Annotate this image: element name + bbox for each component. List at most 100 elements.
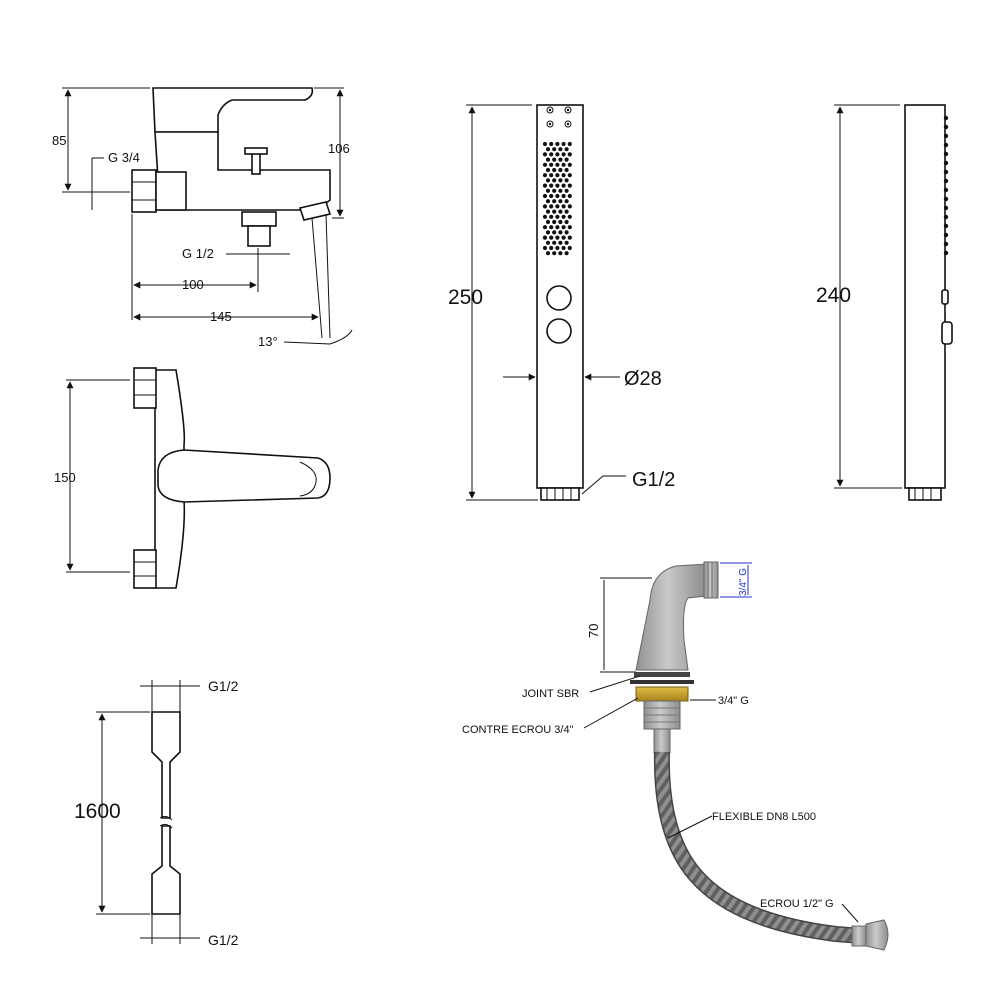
nozzle-dot <box>542 245 548 251</box>
washer <box>630 680 694 684</box>
nozzle-dot <box>552 251 557 256</box>
nozzle-dot <box>564 157 569 162</box>
nozzle-dot <box>564 209 569 214</box>
nozzle-dot <box>545 240 551 245</box>
nozzle-dot <box>552 167 557 173</box>
nozzle-dot <box>555 214 560 219</box>
nozzle-dot <box>542 225 548 230</box>
hose-top-thread-label: G1/2 <box>208 678 239 694</box>
nozzle-dot <box>561 214 566 219</box>
nozzle-dot <box>943 169 949 175</box>
nozzle-dot <box>943 178 949 184</box>
side-button-bottom <box>941 321 953 345</box>
inlet-nut-top <box>133 367 157 409</box>
hand-shower-front-view: 250 Ø28 G1/2 <box>448 104 675 501</box>
outlet-thread-dim-label: 3/4" G <box>738 568 749 596</box>
inlet-nut-bottom <box>133 549 157 589</box>
nozzle-dot <box>555 245 560 251</box>
nozzle-dot <box>545 219 551 225</box>
nozzle-dot <box>555 152 560 157</box>
nozzle-dot <box>943 223 949 229</box>
nozzle-dot <box>555 183 560 188</box>
nozzle-dot <box>558 240 563 245</box>
nozzle-dot <box>545 251 551 256</box>
nozzle-dot <box>567 193 572 199</box>
dim-106-label: 106 <box>328 141 350 156</box>
nozzle-dot <box>555 162 560 167</box>
nozzle-dot <box>943 133 949 139</box>
hose-end-ferrule <box>851 925 867 947</box>
nozzle-dot <box>564 251 569 256</box>
shower-outlet-nut <box>241 211 277 227</box>
nozzle-dot <box>943 151 949 157</box>
dim-240-label: 240 <box>816 284 851 307</box>
side-nozzles <box>943 115 949 256</box>
nozzle-dot <box>561 152 566 157</box>
nozzle-dot <box>545 157 551 162</box>
nozzle-dot <box>943 160 949 166</box>
hose-ferrule <box>653 728 671 754</box>
nozzle-dot <box>558 230 563 235</box>
nozzle-dot <box>552 219 557 225</box>
dim-70-label: 70 <box>586 624 601 638</box>
nozzle-dot <box>943 250 949 256</box>
nozzle-dot <box>567 141 572 147</box>
mode-button-bottom[interactable] <box>546 318 572 344</box>
nozzle-dot <box>561 162 566 167</box>
dim-100-label: 100 <box>182 277 204 292</box>
nozzle-dot <box>548 108 552 112</box>
shower-hose-view: G1/2 1600 G1/2 <box>74 678 239 948</box>
contre-ecrou-label: CONTRE ECROU 3/4" <box>462 724 574 736</box>
faucet-side-view: 85 106 G 3/4 G 1/2 100 145 13° <box>52 87 353 349</box>
lever-top <box>157 449 331 503</box>
nozzle-dot <box>552 199 557 204</box>
nozzle-dot <box>552 188 557 193</box>
nozzle-dot <box>545 230 551 235</box>
nozzle-dot <box>561 173 566 178</box>
nozzle-dot <box>564 167 569 173</box>
nozzle-dot <box>549 214 554 219</box>
nozzle-dot <box>943 214 949 220</box>
hose-bottom-connector <box>151 825 181 915</box>
nozzle-dot <box>567 183 572 188</box>
hose-length-label: 1600 <box>74 800 121 823</box>
nozzle-dot <box>555 225 560 230</box>
nozzle-dot <box>558 178 563 183</box>
hand-shower-side-body <box>904 104 946 489</box>
nozzle-dot <box>552 147 557 152</box>
nozzle-dot <box>566 122 570 126</box>
diverter-stem <box>251 151 261 175</box>
nozzle-dot <box>943 241 949 247</box>
nozzle-dot <box>558 167 563 173</box>
nozzle-dot <box>564 230 569 235</box>
diameter-label: Ø28 <box>624 368 662 390</box>
mode-button-top[interactable] <box>546 285 572 311</box>
shower-outlet-thread <box>247 225 271 247</box>
outlet-thread-label: G 1/2 <box>182 246 214 261</box>
nozzle-dot <box>561 225 566 230</box>
nozzle-dot <box>542 204 548 209</box>
nozzle-dot <box>545 167 551 173</box>
nozzle-dot <box>549 152 554 157</box>
elbow-thread <box>703 561 719 599</box>
nozzle-dot <box>545 178 551 183</box>
nozzle-dot <box>567 162 572 167</box>
nozzle-dot <box>566 108 570 112</box>
nozzle-dot <box>549 162 554 167</box>
hand-shower-thread <box>540 487 580 501</box>
angle-13-label: 13° <box>258 334 278 349</box>
nozzle-dot <box>558 199 563 204</box>
nozzle-dot <box>549 225 554 230</box>
nozzle-dot <box>558 188 563 193</box>
nozzle-dot <box>567 245 572 251</box>
nozzle-dot <box>545 147 551 152</box>
nozzle-dot <box>542 162 548 167</box>
nozzle-dot <box>542 235 548 240</box>
nozzle-dot <box>545 188 551 193</box>
nozzle-dot <box>552 157 557 162</box>
nozzle-dot <box>564 240 569 245</box>
nozzle-dot <box>558 157 563 162</box>
nozzle-dot <box>567 214 572 219</box>
nozzle-dot <box>567 225 572 230</box>
